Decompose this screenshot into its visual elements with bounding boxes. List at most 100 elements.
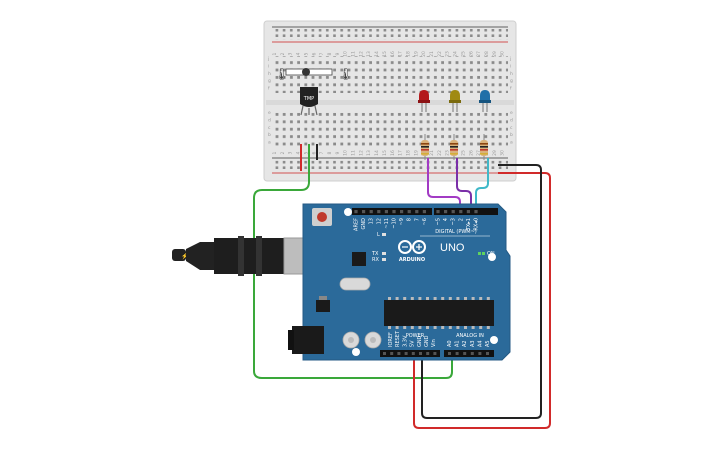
wire-black-gnd[interactable] [421, 164, 542, 419]
chip-leg [426, 326, 429, 329]
row-letter: d [268, 117, 271, 123]
usb-cable[interactable]: ⚡ [172, 236, 321, 276]
chip-leg [388, 297, 391, 300]
power-pin-hole[interactable] [383, 352, 386, 355]
digital-pin-label: AREF [354, 218, 360, 231]
column-number: 9 [335, 151, 341, 154]
atmega-chip [384, 300, 494, 326]
column-number: 3 [288, 52, 294, 55]
resistor-1[interactable] [421, 134, 429, 160]
analog-pin-label: A3 [470, 340, 476, 347]
chip-leg [441, 297, 445, 300]
voltage-regulator [316, 300, 330, 312]
column-number: 19 [413, 51, 419, 57]
model-text: UNO [440, 242, 465, 254]
chip-leg [479, 297, 483, 300]
rx-label: RX [372, 257, 379, 263]
resistor-3[interactable] [480, 134, 488, 160]
chip-leg [388, 326, 391, 329]
column-number: 8 [327, 151, 333, 154]
digital-pin-hole[interactable] [415, 210, 419, 214]
digital-pin-hole[interactable] [392, 210, 396, 214]
analog-pin-hole[interactable] [478, 352, 482, 355]
row-letter: g [268, 79, 271, 84]
resistor-2[interactable] [450, 134, 458, 160]
power-pin-hole[interactable] [419, 352, 422, 355]
wire-red-5v[interactable] [413, 172, 551, 429]
chip-leg [486, 326, 490, 329]
temperature-slider[interactable]: 🌡 🌡 [274, 67, 353, 81]
wire-purple-yellow-led[interactable] [456, 158, 472, 212]
analog-pin-hole[interactable] [463, 352, 467, 355]
row-letter: e [510, 111, 513, 116]
column-number: 15 [382, 150, 388, 156]
column-number: 6 [311, 151, 317, 154]
chip-leg [410, 297, 414, 300]
column-number: 18 [405, 150, 411, 156]
power-jack[interactable] [292, 326, 324, 354]
analog-pin-hole[interactable] [448, 352, 451, 355]
row-letter: h [510, 71, 513, 77]
chip-leg [418, 297, 422, 300]
digital-pin-hole[interactable] [459, 210, 463, 214]
analog-pin-hole[interactable] [486, 352, 489, 355]
slider-thumb[interactable] [302, 68, 310, 76]
digital-pin-hole[interactable] [362, 210, 366, 214]
digital-pin-hole[interactable] [436, 210, 440, 214]
reset-button-cap[interactable] [317, 212, 327, 222]
digital-pin-hole[interactable] [444, 210, 448, 214]
wire-cyan-blue-led[interactable] [475, 158, 489, 212]
column-number: 23 [445, 150, 451, 156]
digital-pin-hole[interactable] [407, 210, 411, 214]
power-pin-hole[interactable] [433, 352, 437, 355]
led-red[interactable] [418, 90, 430, 112]
chip-leg [486, 297, 490, 300]
row-letter: a [510, 141, 513, 146]
digital-pin-label: 12 [376, 218, 382, 224]
digital-pin-hole[interactable] [354, 210, 358, 214]
digital-pin-hole[interactable] [384, 210, 388, 214]
power-pin-hole[interactable] [426, 352, 430, 355]
wire-purple-red-led[interactable] [427, 158, 461, 212]
power-pin-hole[interactable] [404, 352, 408, 355]
row-letter: j [509, 56, 511, 62]
wire-green-sensor-to-a0[interactable] [253, 144, 453, 379]
led-blue[interactable] [479, 90, 491, 112]
column-number: 8 [327, 52, 333, 55]
row-letter: i [510, 63, 511, 69]
analog-pin-hole[interactable] [455, 352, 459, 355]
digital-pin-hole[interactable] [422, 210, 426, 214]
power-pin-hole[interactable] [411, 352, 415, 355]
digital-pin-hole[interactable] [377, 210, 381, 214]
column-number: 23 [445, 51, 451, 57]
row-letter: c [510, 126, 513, 131]
column-number: 1 [272, 52, 278, 55]
digital-pin-hole[interactable] [466, 210, 470, 214]
power-pin-hole[interactable] [390, 352, 394, 355]
digital-pin-label: ~11 [384, 218, 390, 229]
row-letter: d [510, 117, 513, 123]
power-pin-label: 3.3V [402, 335, 408, 347]
thermometer-cold-icon: 🌡 [274, 67, 289, 81]
digital-header-label: DIGITAL (PWM~) [435, 229, 477, 235]
digital-pin-hole[interactable] [369, 210, 373, 214]
digital-header-right [434, 208, 498, 215]
digital-pin-label: 2 [458, 218, 464, 221]
on-led-label: ON [487, 251, 495, 257]
column-number: 7 [319, 52, 325, 55]
digital-pin-hole[interactable] [400, 210, 404, 214]
tmp-sensor[interactable]: TMP [300, 87, 318, 116]
column-number: 19 [413, 150, 419, 156]
power-pin-hole[interactable] [397, 352, 401, 355]
center-channel [266, 100, 514, 105]
column-number: 20 [421, 51, 427, 57]
led-yellow[interactable] [449, 90, 461, 112]
analog-pin-label: A1 [455, 340, 461, 347]
digital-pin-hole[interactable] [451, 210, 455, 214]
digital-pin-hole[interactable] [474, 210, 478, 214]
analog-pin-hole[interactable] [470, 352, 474, 355]
